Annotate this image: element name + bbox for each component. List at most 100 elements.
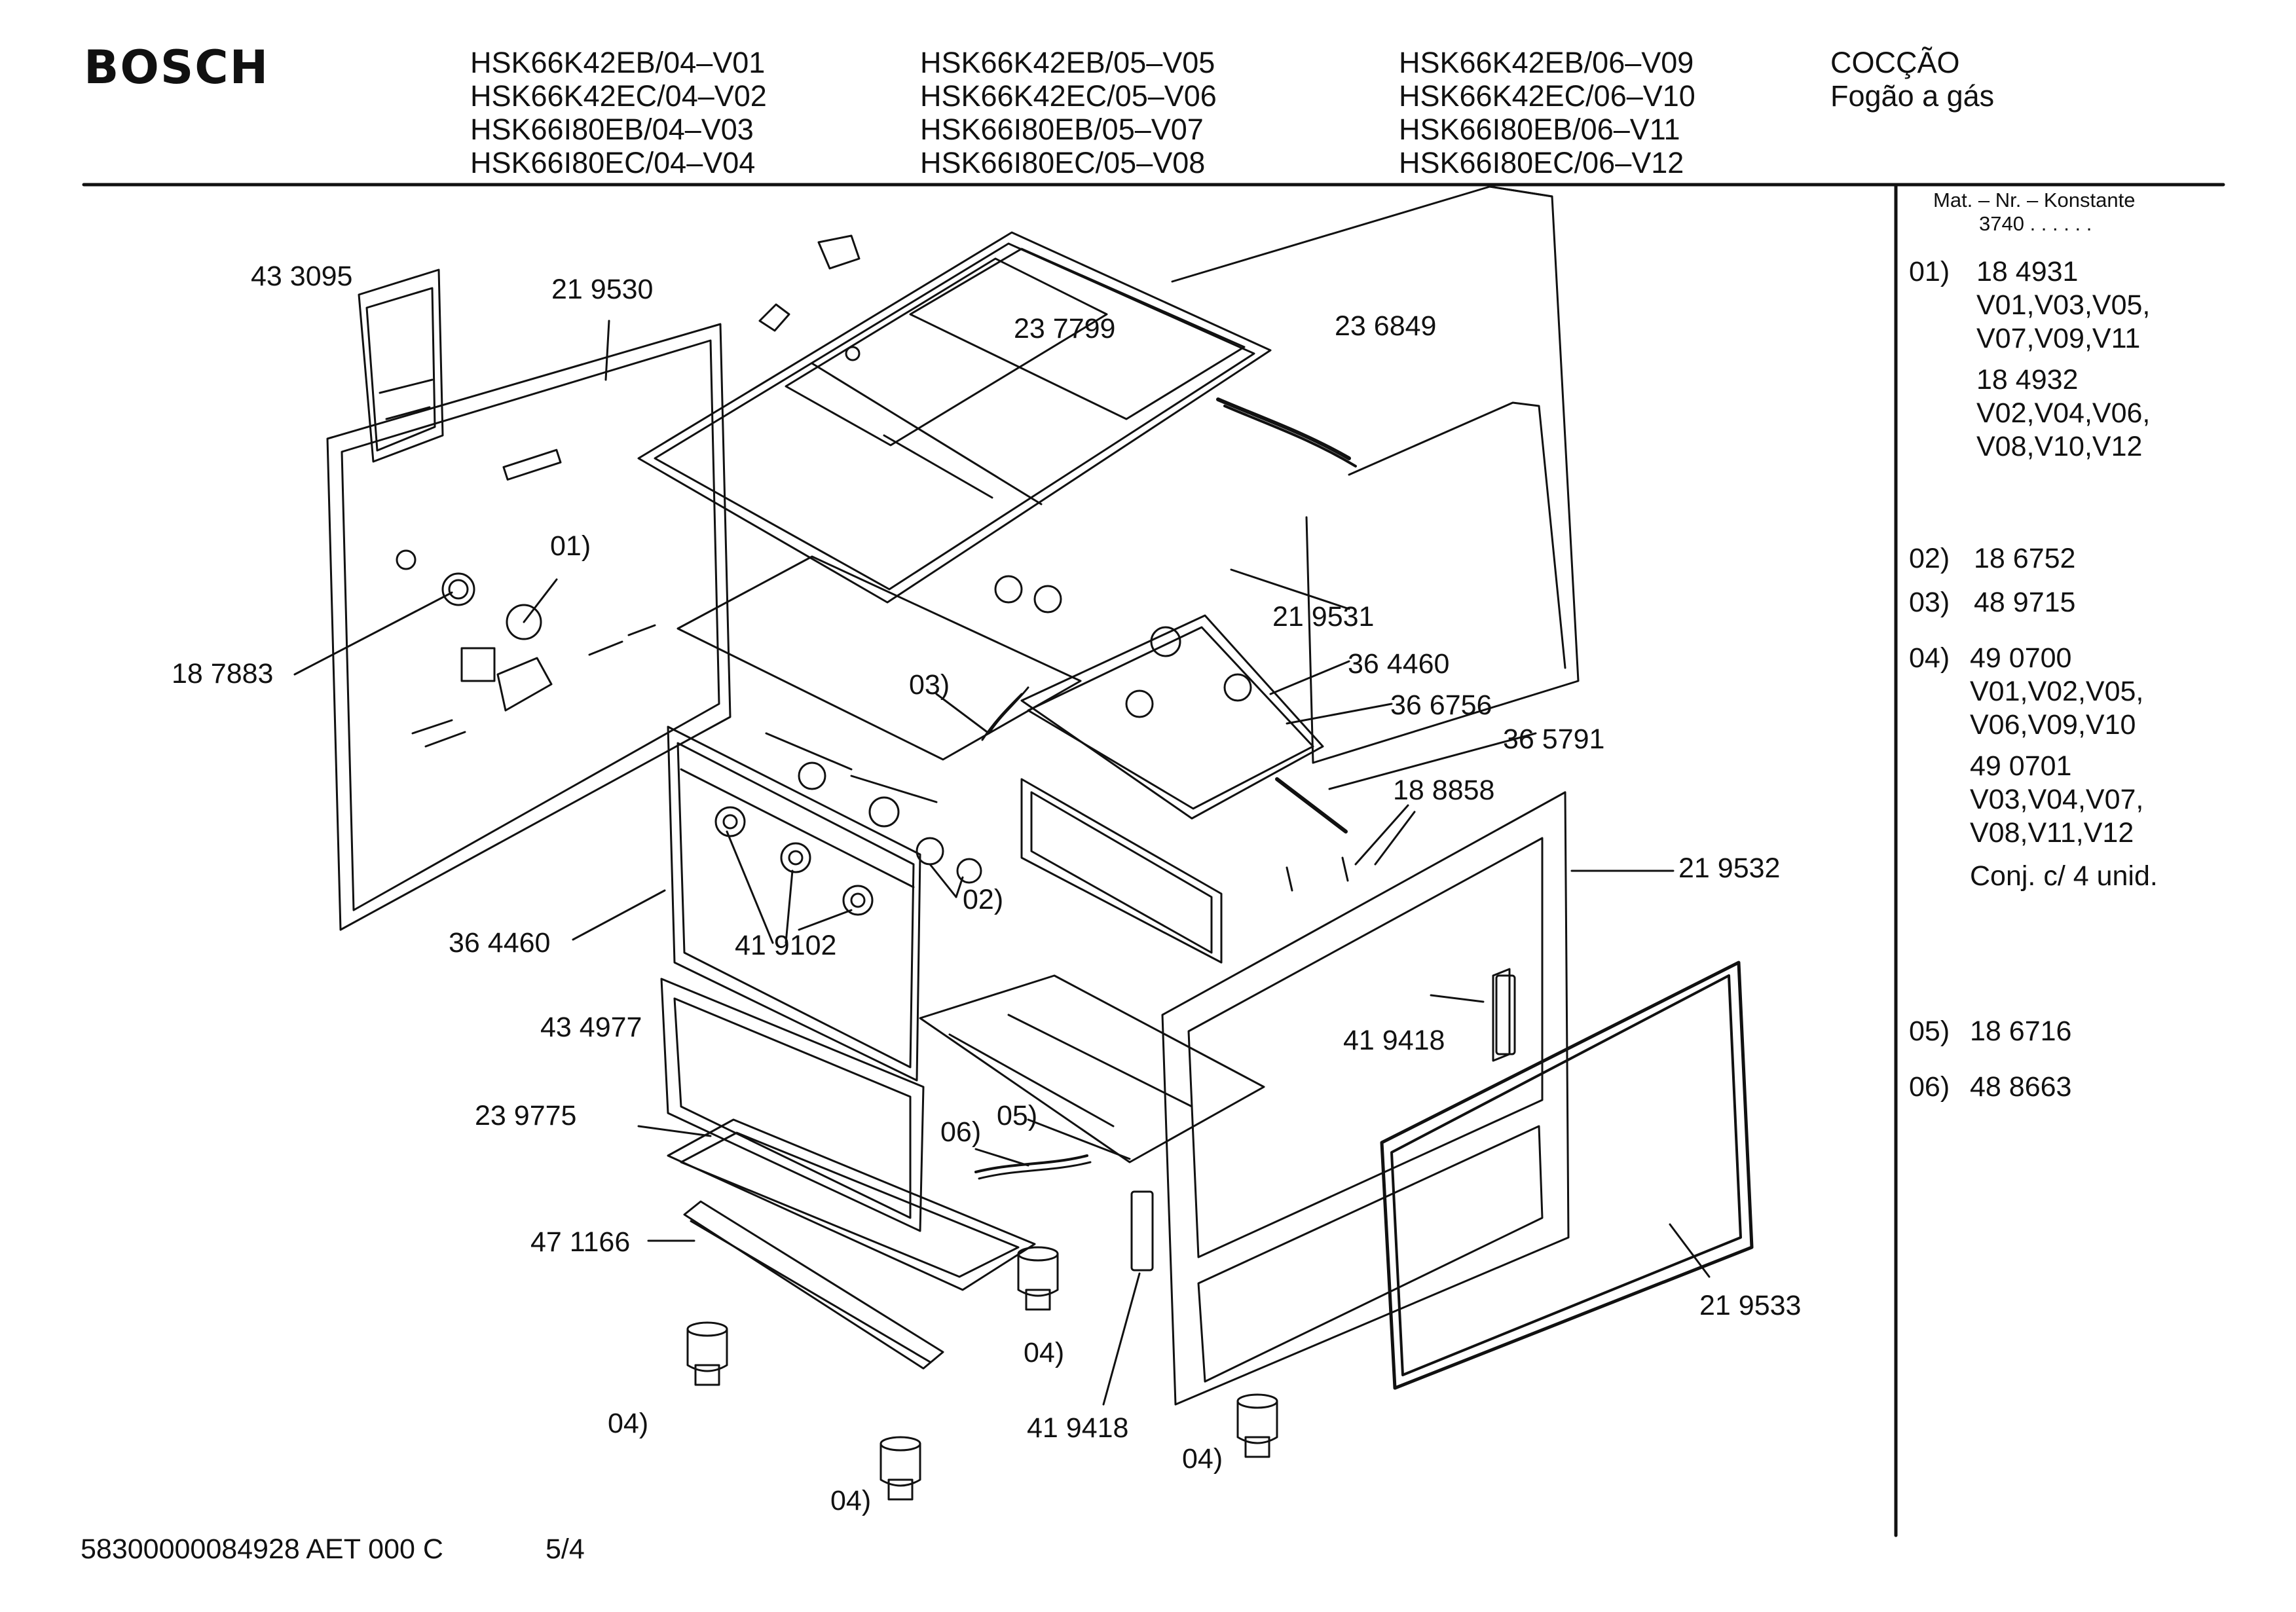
callout-04-bottom: 04) — [830, 1485, 872, 1516]
material-number-title: Mat. – Nr. – Konstante — [1933, 189, 2136, 211]
variant-list: V08,V11,V12 — [1970, 817, 2134, 849]
leader-lines — [295, 321, 1709, 1404]
bottom-tray-part — [661, 979, 1035, 1290]
part-number: 18 4931 — [1976, 256, 2079, 287]
part-number: 18 6752 — [1974, 543, 2076, 574]
parts-list-item: 03) — [1909, 586, 1950, 619]
model-code: HSK66I80EB/05–V07 — [920, 113, 1204, 146]
parts-list-item-values: 18 6752 — [1974, 542, 2075, 576]
rear-bracket-part — [359, 270, 443, 462]
model-column-1: HSK66K42EB/04–V01 HSK66K42EC/04–V02 HSK6… — [470, 46, 767, 179]
callout-04-left: 04) — [608, 1408, 649, 1439]
oven-cavity-part — [920, 779, 1264, 1162]
foot-part — [688, 1247, 1277, 1499]
variant-list: V06,V09,V10 — [1970, 709, 2136, 741]
product-label: Fogão a gás — [1830, 79, 1995, 113]
part-number: 49 0701 — [1970, 750, 2072, 782]
model-code: HSK66K42EB/04–V01 — [470, 46, 766, 79]
variant-list: V01,V03,V05, — [1976, 289, 2151, 321]
variant-list: V03,V04,V07, — [1970, 784, 2144, 815]
item-ref: 01) — [1909, 256, 1950, 287]
parts-list-item: 04) — [1909, 642, 1950, 675]
callout-03: 03) — [909, 669, 950, 701]
callout-04-center: 04) — [1024, 1337, 1065, 1368]
part-number: 18 6716 — [1970, 1016, 2072, 1047]
parts-list-item-values: 18 4931 V01,V03,V05, V07,V09,V11 18 4932… — [1976, 255, 2150, 464]
variant-list: V08,V10,V12 — [1976, 431, 2143, 462]
callout-364460-top: 36 4460 — [1348, 648, 1450, 680]
page-number: 5/4 — [546, 1533, 585, 1565]
callout-419418-bottom: 41 9418 — [1027, 1412, 1129, 1444]
side-rail-part — [684, 1201, 943, 1368]
callout-219532: 21 9532 — [1678, 852, 1781, 884]
variant-list: V07,V09,V11 — [1976, 323, 2141, 354]
callout-434977: 43 4977 — [540, 1012, 642, 1043]
model-code: HSK66I80EB/04–V03 — [470, 113, 754, 146]
model-code: HSK66I80EC/06–V12 — [1399, 146, 1684, 179]
parts-list-item-values: 48 9715 — [1974, 586, 2075, 619]
parts-list-item: 05) — [1909, 1015, 1950, 1048]
item-ref: 06) — [1909, 1071, 1950, 1103]
callout-419102: 41 9102 — [735, 930, 837, 961]
callout-236849: 23 6849 — [1335, 310, 1437, 342]
callout-237799: 23 7799 — [1014, 313, 1116, 344]
product-description: COCÇÃO Fogão a gás — [1830, 46, 1994, 113]
callout-05: 05) — [997, 1100, 1038, 1131]
variant-list: V01,V02,V05, — [1970, 676, 2144, 707]
item-ref: 04) — [1909, 642, 1950, 674]
model-code: HSK66K42EC/05–V06 — [920, 79, 1217, 113]
parts-list-item: 02) — [1909, 542, 1950, 576]
item-ref: 05) — [1909, 1016, 1950, 1047]
callout-419418-right: 41 9418 — [1343, 1025, 1445, 1056]
item-ref: 03) — [1909, 587, 1950, 618]
model-code: HSK66K42EB/05–V05 — [920, 46, 1215, 79]
set-note: Conj. c/ 4 unid. — [1970, 860, 2158, 892]
callout-06: 06) — [940, 1116, 982, 1148]
model-code: HSK66K42EC/04–V02 — [470, 79, 767, 113]
heat-shield-part — [1022, 615, 1348, 890]
model-column-2: HSK66K42EB/05–V05 HSK66K42EC/05–V06 HSK6… — [920, 46, 1217, 179]
bosch-logo: BOSCH — [84, 41, 270, 94]
top-cover-part — [639, 232, 1270, 602]
callout-02: 02) — [963, 884, 1004, 915]
parts-list-item-values: 48 8663 — [1970, 1071, 2071, 1104]
model-code: HSK66I80EB/06–V11 — [1399, 113, 1680, 146]
callout-219533: 21 9533 — [1699, 1290, 1802, 1321]
callout-366756: 36 6756 — [1390, 689, 1492, 721]
part-number: 18 4932 — [1976, 364, 2079, 395]
rear-panel-part — [1172, 187, 1578, 763]
model-code: HSK66K42EC/06–V10 — [1399, 79, 1695, 113]
callout-188858: 18 8858 — [1393, 775, 1495, 806]
model-code: HSK66K42EB/06–V09 — [1399, 46, 1694, 79]
door-seal-part — [1382, 962, 1752, 1388]
callout-364460-left: 36 4460 — [449, 927, 551, 959]
part-number: 48 8663 — [1970, 1071, 2072, 1103]
wiring-part — [976, 687, 1090, 1179]
hinge-part — [1132, 976, 1515, 1270]
part-number: 48 9715 — [1974, 587, 2076, 618]
variant-list: V02,V04,V06, — [1976, 397, 2151, 429]
callout-471166: 47 1166 — [530, 1226, 631, 1258]
category-label: COCÇÃO — [1830, 46, 1960, 79]
part-number: 49 0700 — [1970, 642, 2072, 674]
callout-219531: 21 9531 — [1272, 601, 1375, 632]
model-code: HSK66I80EC/05–V08 — [920, 146, 1206, 179]
parts-list-item-values: 18 6716 — [1970, 1015, 2071, 1048]
material-number-constant: 3740 . . . . . . — [1979, 212, 2092, 235]
callout-239775: 23 9775 — [475, 1100, 577, 1131]
callout-187883: 18 7883 — [172, 658, 274, 689]
model-code: HSK66I80EC/04–V04 — [470, 146, 756, 179]
burner-manifold-part — [678, 557, 1251, 883]
document-number: 58300000084928 AET 000 C — [81, 1533, 443, 1565]
parts-list-item: 01) — [1909, 255, 1950, 289]
parts-list-item: 06) — [1909, 1071, 1950, 1104]
left-side-panel-part — [327, 324, 730, 930]
parts-list-item-values: 49 0700 V01,V02,V05, V06,V09,V10 49 0701… — [1970, 642, 2158, 893]
callout-04-right: 04) — [1182, 1443, 1223, 1475]
material-number-header: Mat. – Nr. – Konstante 3740 . . . . . . — [1933, 189, 2135, 236]
callout-01: 01) — [550, 530, 591, 562]
model-column-3: HSK66K42EB/06–V09 HSK66K42EC/06–V10 HSK6… — [1399, 46, 1695, 179]
callout-365791: 36 5791 — [1503, 724, 1605, 755]
callout-433095: 43 3095 — [251, 261, 353, 292]
